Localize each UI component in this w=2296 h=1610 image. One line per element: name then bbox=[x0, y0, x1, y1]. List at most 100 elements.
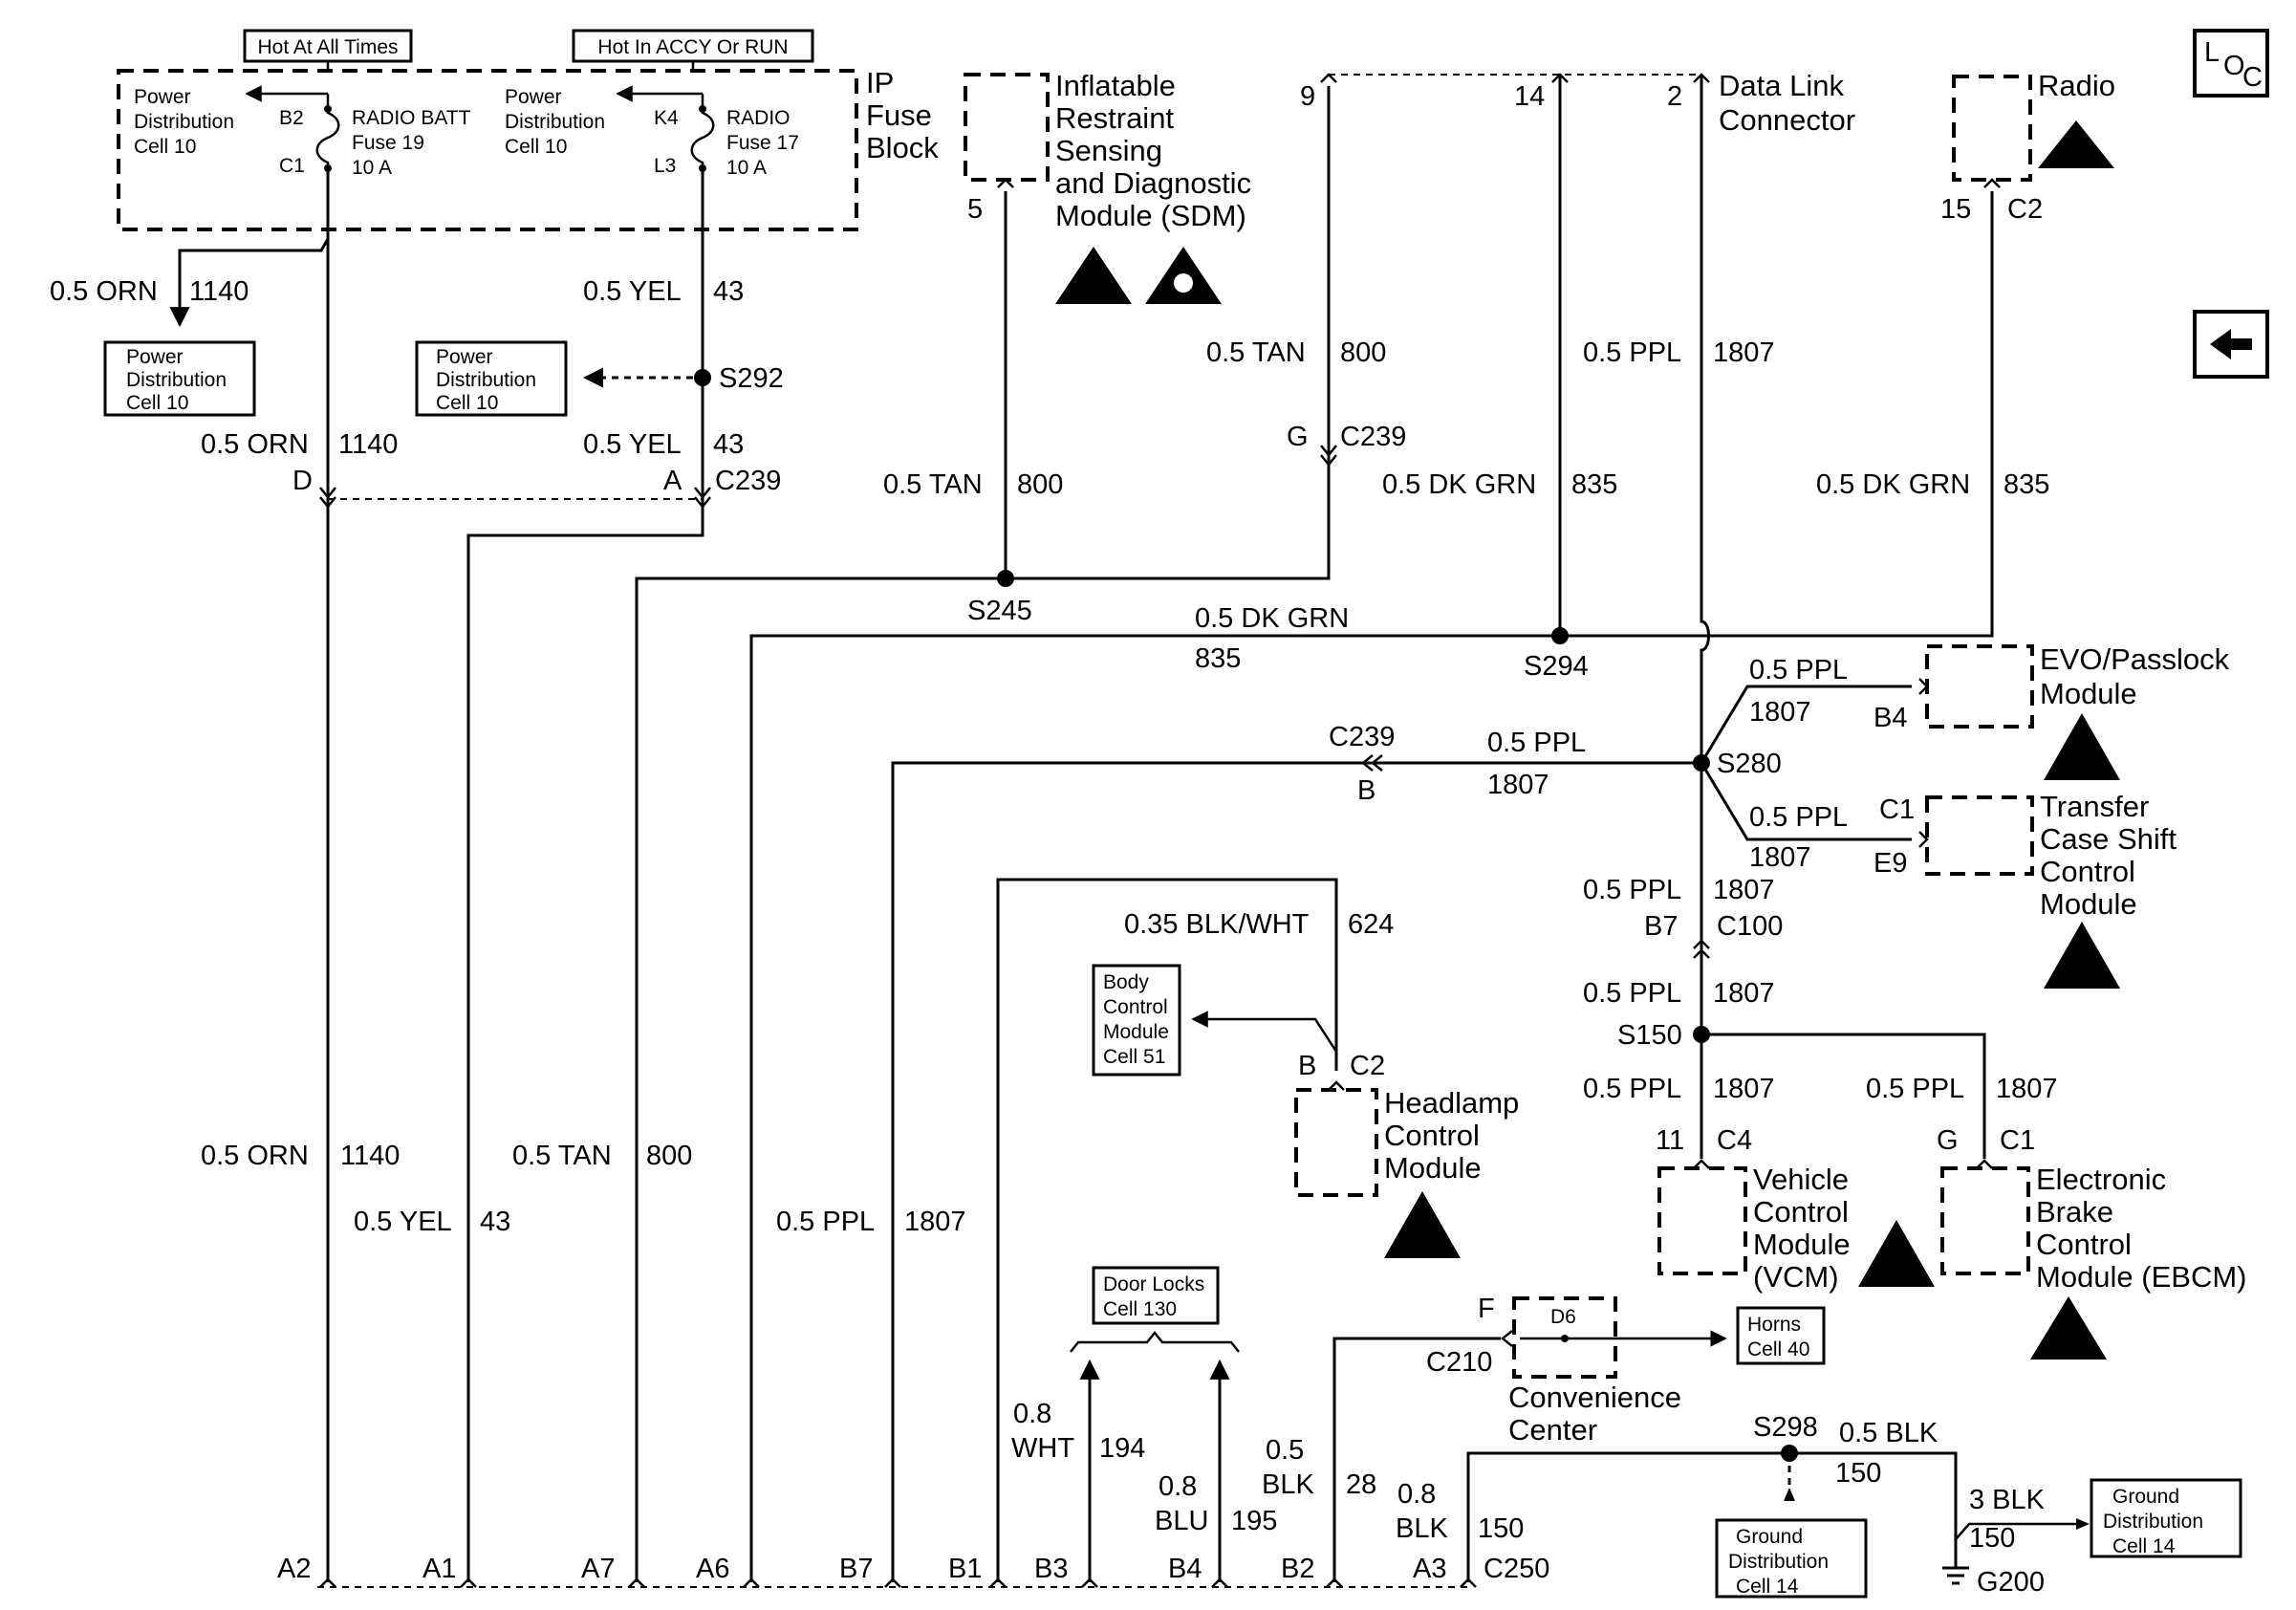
wire-label-ppl-c: 0.5 PPL bbox=[776, 1207, 875, 1237]
wire-label-ppl-tcs: 0.5 PPL bbox=[1749, 802, 1848, 833]
convenience-center[interactable]: D6 Convenience Center bbox=[1508, 1296, 1727, 1447]
transfer-case-module[interactable]: Transfer Case Shift Control Module C1 E9 bbox=[1874, 790, 2177, 989]
wire-label-dkgrn-b: 0.5 DK GRN bbox=[1816, 469, 1970, 500]
circuit-1807-tcs: 1807 bbox=[1749, 842, 1811, 873]
wire-ppl-evo bbox=[1700, 685, 1912, 764]
wire-label-blu-b: BLU bbox=[1155, 1506, 1208, 1536]
ref-door-1: Door Locks bbox=[1103, 1273, 1204, 1295]
ebcm-pin-g: G bbox=[1937, 1125, 1959, 1156]
dlc-pin-2: 2 bbox=[1667, 81, 1682, 112]
hot-accy-run-label: Hot In ACCY Or RUN bbox=[597, 36, 788, 58]
ref-pdc-b-1: Power bbox=[436, 346, 493, 368]
headlamp-control-module[interactable]: B C2 Headlamp Control Module bbox=[1294, 1051, 1519, 1258]
evo-passlock-module[interactable]: EVO/Passlock Module B4 bbox=[1874, 642, 2230, 780]
wire-label-blu-a: 0.8 bbox=[1159, 1471, 1197, 1502]
hot-all-times-label: Hot At All Times bbox=[257, 36, 398, 58]
pdc-label-1b: Power bbox=[505, 86, 562, 108]
connector-c239-c: C239 bbox=[1329, 722, 1395, 752]
splice-s298: S298 bbox=[1753, 1412, 1818, 1443]
radio-batt-fuse-name: RADIO BATT bbox=[352, 107, 471, 129]
ref-horns-2: Cell 40 bbox=[1747, 1338, 1809, 1360]
ebcm-label-1: Electronic bbox=[2036, 1163, 2166, 1196]
door-locks-bracket bbox=[1070, 1330, 1240, 1353]
wire-label-ppl-b: 0.5 PPL bbox=[1487, 728, 1586, 758]
ref-pdc-b-2: Distribution bbox=[436, 369, 536, 391]
ref-bcm-4: Cell 51 bbox=[1103, 1046, 1165, 1068]
pdc-label-1: Power bbox=[134, 86, 191, 108]
circuit-194: 194 bbox=[1099, 1433, 1145, 1464]
sdm-label-4: and Diagnostic bbox=[1055, 166, 1251, 200]
wire-blk-150 bbox=[1466, 1451, 1958, 1582]
wire-label-blkwht: 0.35 BLK/WHT bbox=[1124, 909, 1310, 940]
esd-warning-icon bbox=[1055, 247, 1132, 304]
wire-label-ppl-e: 0.5 PPL bbox=[1583, 978, 1681, 1009]
hcm-connector-c2: C2 bbox=[1350, 1051, 1385, 1081]
ebcm-label-4: Module (EBCM) bbox=[2036, 1260, 2247, 1294]
ref-horns[interactable] bbox=[1736, 1306, 1826, 1365]
circuit-43-c: 43 bbox=[480, 1207, 510, 1237]
esd-warning-icon bbox=[1858, 1220, 1935, 1287]
sdm-outline bbox=[964, 73, 1050, 182]
c250-pin-a3: A3 bbox=[1413, 1554, 1446, 1584]
circuit-1140-b: 1140 bbox=[338, 429, 398, 460]
ref-gnd-b-1: Ground bbox=[2112, 1486, 2179, 1508]
ebcm-module[interactable]: G C1 Electronic Brake Control Module (EB… bbox=[1937, 1125, 2247, 1360]
wire-ppl-1807-main bbox=[1700, 75, 1710, 1159]
pin-b: B bbox=[1357, 775, 1375, 806]
ebcm-connector-c1: C1 bbox=[2000, 1125, 2035, 1156]
ref-horns-1: Horns bbox=[1747, 1314, 1801, 1336]
pdc-label-3: Cell 10 bbox=[134, 136, 196, 158]
pdc-label-2b: Distribution bbox=[505, 111, 605, 133]
c250-pin-b2: B2 bbox=[1281, 1554, 1314, 1584]
wire-dkgrn-835 bbox=[749, 75, 1994, 1582]
radio-fuse-number: Fuse 17 bbox=[726, 132, 799, 154]
ref-power-distribution-b[interactable] bbox=[415, 340, 568, 417]
circuit-43-b: 43 bbox=[713, 429, 744, 460]
c250-pin-b4: B4 bbox=[1168, 1554, 1202, 1584]
vcm-module[interactable]: 11 C4 Vehicle Control Module (VCM) bbox=[1656, 1125, 1935, 1294]
ebcm-outline bbox=[1940, 1166, 2030, 1275]
ip-fuse-block: Hot At All Times Hot In ACCY Or RUN IP F… bbox=[117, 29, 939, 231]
wire-label-ppl-a: 0.5 PPL bbox=[1583, 337, 1681, 368]
sdm-module[interactable]: Inflatable Restraint Sensing and Diagnos… bbox=[964, 69, 1251, 232]
pin-f: F bbox=[1478, 1294, 1495, 1324]
loc-c: C bbox=[2242, 62, 2263, 93]
splice-s292-dot bbox=[694, 369, 711, 386]
ref-door-locks[interactable] bbox=[1092, 1266, 1220, 1325]
sdm-label-1: Inflatable bbox=[1055, 69, 1176, 102]
radio-fuse-rating: 10 A bbox=[726, 157, 767, 179]
wire-label-orn-b: 0.5 ORN bbox=[201, 429, 309, 460]
ref-pdc-a-3: Cell 10 bbox=[126, 392, 188, 414]
wire-label-orn-c: 0.5 ORN bbox=[201, 1141, 309, 1171]
tcs-label-1: Transfer bbox=[2040, 790, 2149, 823]
ref-ground-distribution-b[interactable] bbox=[2090, 1478, 2242, 1558]
location-button[interactable]: L O C bbox=[2193, 29, 2269, 98]
vcm-connector-c4: C4 bbox=[1717, 1125, 1752, 1156]
ground-icon bbox=[1942, 1566, 1969, 1585]
radio-batt-fuse-number: Fuse 19 bbox=[352, 132, 424, 154]
vcm-label-2: Control bbox=[1753, 1195, 1849, 1229]
ref-power-distribution-a[interactable] bbox=[103, 340, 256, 417]
circuit-195: 195 bbox=[1231, 1506, 1277, 1536]
circuit-150-b: 150 bbox=[1478, 1513, 1524, 1544]
hcm-label-1: Headlamp bbox=[1384, 1086, 1519, 1120]
esd-warning-icon bbox=[1384, 1191, 1461, 1258]
esd-warning-icon bbox=[2038, 120, 2114, 168]
splice-s150: S150 bbox=[1617, 1020, 1682, 1051]
pdc-label-3b: Cell 10 bbox=[505, 136, 567, 158]
ref-ground-distribution-a[interactable] bbox=[1715, 1518, 1868, 1599]
vcm-outline bbox=[1657, 1166, 1747, 1275]
pin-b7-c100: B7 bbox=[1644, 911, 1678, 942]
radio-outline bbox=[1952, 75, 2032, 182]
radio-module[interactable]: Radio 15 C2 bbox=[1940, 69, 2115, 225]
cc-label-2: Center bbox=[1508, 1413, 1597, 1447]
c250-pin-b3: B3 bbox=[1034, 1554, 1068, 1584]
radio-fuse-name: RADIO bbox=[726, 107, 791, 129]
loc-l: L bbox=[2204, 37, 2220, 68]
circuit-835-c: 835 bbox=[1195, 643, 1241, 674]
ref-body-control-module[interactable] bbox=[1092, 964, 1181, 1077]
radio-connector-c2: C2 bbox=[2007, 194, 2043, 225]
radio-label: Radio bbox=[2038, 69, 2115, 102]
back-button[interactable] bbox=[2193, 310, 2269, 379]
